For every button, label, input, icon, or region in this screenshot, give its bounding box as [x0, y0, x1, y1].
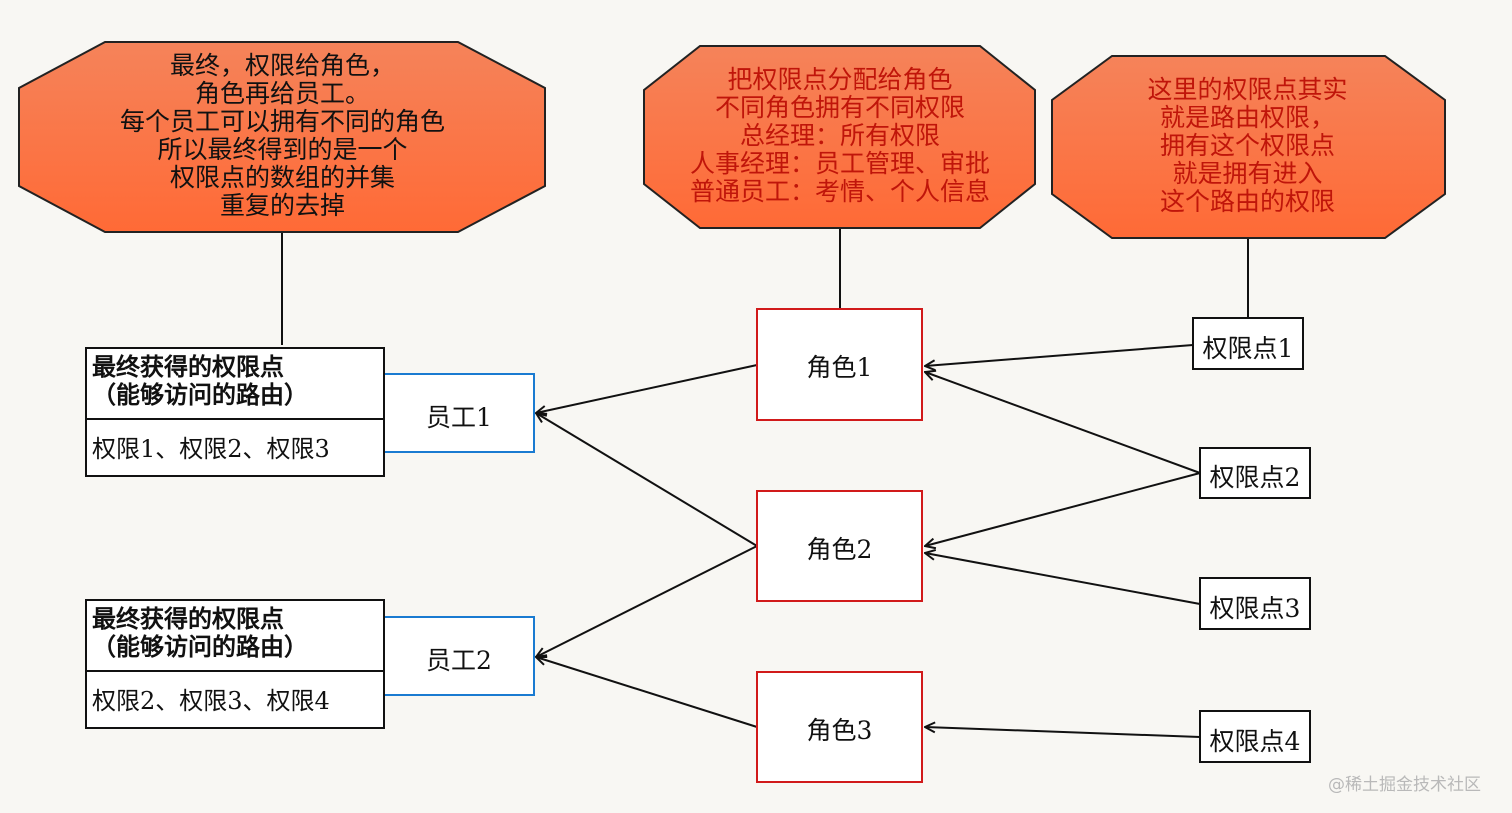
perm-box-4: [1199, 710, 1311, 763]
note-octagon-3: [1051, 55, 1446, 239]
edge-perm2-role2: [925, 472, 1201, 546]
employee-box-1: [383, 373, 535, 453]
edge-perm1-role1: [925, 344, 1194, 366]
result-panel-2: [85, 599, 385, 729]
perm-label-1: 权限点1: [1202, 334, 1294, 363]
note-text-3: 这里的权限点其实 就是路由权限， 拥有这个权限点 就是拥有进入 这个路由的权限: [1147, 75, 1348, 216]
result-panel-2-title: 最终获得的权限点 （能够访问的路由）: [92, 604, 308, 661]
edge-role1-emp1: [536, 364, 758, 413]
result-panel-1: [85, 347, 385, 477]
result-panel-1-body: 权限1、权限2、权限3: [92, 435, 330, 463]
role-label-3: 角色3: [806, 716, 873, 745]
employee-box-2: [383, 616, 535, 696]
role-label-1: 角色1: [806, 353, 873, 382]
role-label-2: 角色2: [806, 535, 873, 564]
edge-role3-emp2: [536, 657, 758, 728]
result-panel-2-body: 权限2、权限3、权限4: [92, 687, 330, 715]
employee-label-2: 员工2: [426, 646, 492, 675]
note-octagon-2: [643, 45, 1036, 229]
perm-box-2: [1199, 447, 1311, 499]
perm-label-4: 权限点4: [1209, 727, 1301, 756]
edge-perm2-role1: [925, 372, 1201, 474]
edge-perm4-role3: [925, 727, 1201, 738]
perm-box-1: [1192, 317, 1304, 370]
note-text-1: 最终，权限给角色， 角色再给员工。 每个员工可以拥有不同的角色 所以最终得到的是…: [119, 51, 445, 220]
note-octagon-1: [18, 41, 546, 233]
employee-label-1: 员工1: [426, 403, 492, 432]
role-box-1: [756, 308, 923, 421]
edge-role2-emp1: [536, 413, 758, 547]
watermark: @稀土掘金技术社区: [1328, 775, 1481, 795]
perm-label-3: 权限点3: [1209, 594, 1301, 623]
note-text-2: 把权限点分配给角色 不同角色拥有不同权限 总经理：所有权限 人事经理：员工管理、…: [689, 65, 990, 206]
edge-role2-emp2: [536, 545, 758, 657]
role-box-2: [756, 490, 923, 602]
role-box-3: [756, 671, 923, 783]
perm-box-3: [1199, 577, 1311, 630]
edge-perm3-role2: [925, 553, 1201, 605]
perm-label-2: 权限点2: [1209, 463, 1301, 492]
result-panel-1-title: 最终获得的权限点 （能够访问的路由）: [92, 352, 308, 409]
